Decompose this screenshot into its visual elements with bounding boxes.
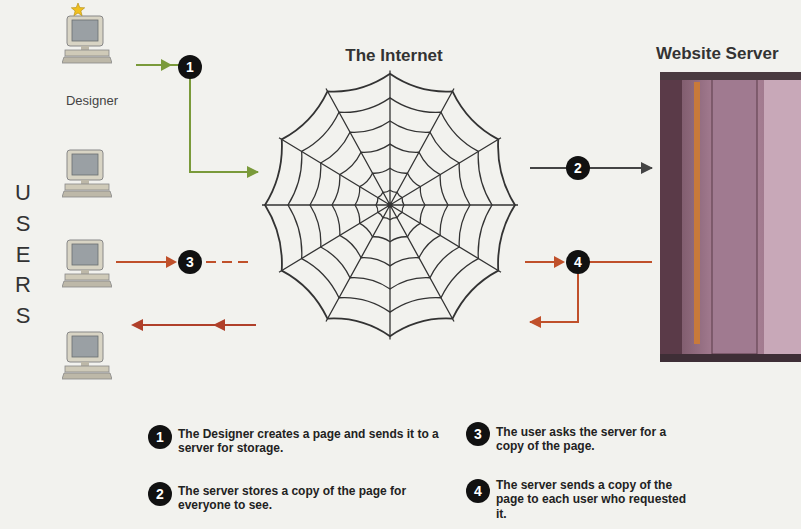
web-spokes: [262, 71, 518, 340]
cabinet-side: [660, 72, 682, 362]
flow-arrow: [136, 65, 258, 172]
arrow-head: [213, 319, 225, 331]
user-computer: [62, 332, 112, 379]
callout-number: 2: [148, 482, 172, 506]
callout-number: 2: [566, 156, 590, 180]
vertical-heading: USERS: [12, 178, 34, 332]
node-title: Designer: [48, 93, 136, 108]
step-note: The user asks the server for a copy of t…: [496, 425, 688, 454]
cabinet-base: [660, 354, 801, 362]
callout-number: 4: [566, 250, 590, 274]
internet-node: The Internet: [258, 40, 530, 355]
designer-star: [71, 3, 84, 16]
cabinet-body: [660, 72, 801, 362]
flow-arrow: [530, 262, 652, 322]
return-arrow: [140, 324, 256, 326]
arrow-head: [131, 319, 143, 331]
server-node: Website Server: [652, 38, 801, 366]
request-arrow: [206, 261, 248, 263]
cabinet-top: [660, 72, 801, 80]
callout-number: 3: [466, 422, 490, 446]
cabinet-panel: [764, 78, 801, 354]
web-ring: [376, 190, 404, 219]
internet-web: [262, 71, 518, 340]
server-cabinet: [660, 72, 801, 362]
request-arrow: [116, 261, 168, 263]
send-arrow: [525, 261, 556, 263]
flow-arrow: [530, 167, 652, 169]
callout-number: 1: [178, 55, 202, 79]
node-title: The Internet: [258, 46, 530, 66]
step-note: The server sends a copy of the page to e…: [496, 478, 688, 521]
web-ring: [288, 98, 492, 312]
web-ring: [265, 74, 515, 337]
cabinet-strip: [694, 82, 700, 344]
arrow-head: [554, 256, 565, 268]
step-note: The server stores a copy of the page for…: [178, 484, 440, 513]
arrow-head: [166, 256, 177, 268]
callout-number: 4: [466, 479, 490, 503]
user-computer: [62, 240, 112, 287]
designer-computer: [62, 16, 112, 63]
user-computer: [62, 150, 112, 197]
web-ring: [332, 144, 448, 266]
node-title: Website Server: [656, 44, 779, 64]
step-note: The Designer creates a page and sends it…: [178, 427, 440, 456]
web-ring: [310, 121, 470, 289]
callout-number: 1: [148, 425, 172, 449]
cabinet-panel: [712, 78, 757, 354]
web-ring: [355, 168, 425, 242]
callout-number: 3: [178, 250, 202, 274]
designer-node: Designer: [48, 4, 136, 110]
